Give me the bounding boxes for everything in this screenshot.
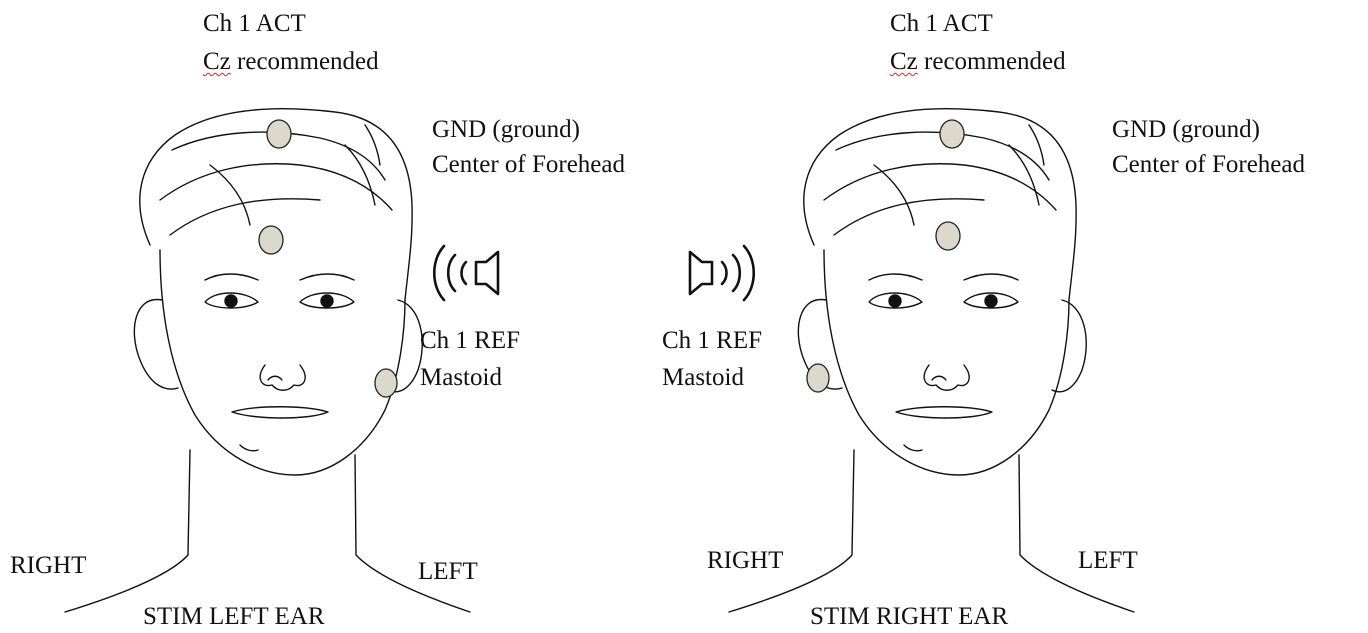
ref-label-line2: Mastoid bbox=[420, 362, 502, 394]
side-left-label: LEFT bbox=[1078, 545, 1138, 577]
cz-text: Cz bbox=[203, 48, 231, 75]
side-right-label: RIGHT bbox=[10, 550, 86, 582]
recommended-text: recommended bbox=[231, 48, 379, 75]
recommended-text: recommended bbox=[918, 48, 1066, 75]
ref-label-line1: Ch 1 REF bbox=[662, 325, 762, 357]
speaker-left-icon bbox=[434, 246, 498, 300]
stim-label: STIM LEFT EAR bbox=[143, 601, 325, 633]
electrode-ch1-ref bbox=[375, 369, 397, 397]
electrode-gnd bbox=[936, 222, 960, 250]
diagram-panel-stim-right: Ch 1 ACT Cz recommended GND (ground) Cen… bbox=[684, 0, 1368, 633]
ref-label-line1: Ch 1 REF bbox=[420, 325, 520, 357]
head-illustration bbox=[684, 0, 1368, 633]
side-right-label: RIGHT bbox=[707, 545, 783, 577]
gnd-label-line1: GND (ground) bbox=[1112, 114, 1260, 146]
act-label-line1: Ch 1 ACT bbox=[890, 8, 993, 40]
electrode-ch1-act bbox=[267, 120, 291, 148]
head-illustration bbox=[0, 0, 684, 633]
act-label-line1: Ch 1 ACT bbox=[203, 8, 306, 40]
speaker-right-icon bbox=[690, 246, 754, 300]
ref-label-line2: Mastoid bbox=[662, 362, 744, 394]
stim-label: STIM RIGHT EAR bbox=[810, 601, 1008, 633]
gnd-label-line2: Center of Forehead bbox=[1112, 149, 1305, 181]
act-label-line2: Cz recommended bbox=[890, 46, 1066, 78]
electrode-ch1-act bbox=[940, 120, 964, 148]
electrode-gnd bbox=[259, 226, 283, 254]
electrode-ch1-ref bbox=[807, 364, 829, 392]
gnd-label-line2: Center of Forehead bbox=[432, 149, 625, 181]
act-label-line2: Cz recommended bbox=[203, 46, 379, 78]
gnd-label-line1: GND (ground) bbox=[432, 114, 580, 146]
side-left-label: LEFT bbox=[418, 556, 478, 588]
diagram-panel-stim-left: Ch 1 ACT Cz recommended GND (ground) Cen… bbox=[0, 0, 684, 633]
cz-text: Cz bbox=[890, 48, 918, 75]
